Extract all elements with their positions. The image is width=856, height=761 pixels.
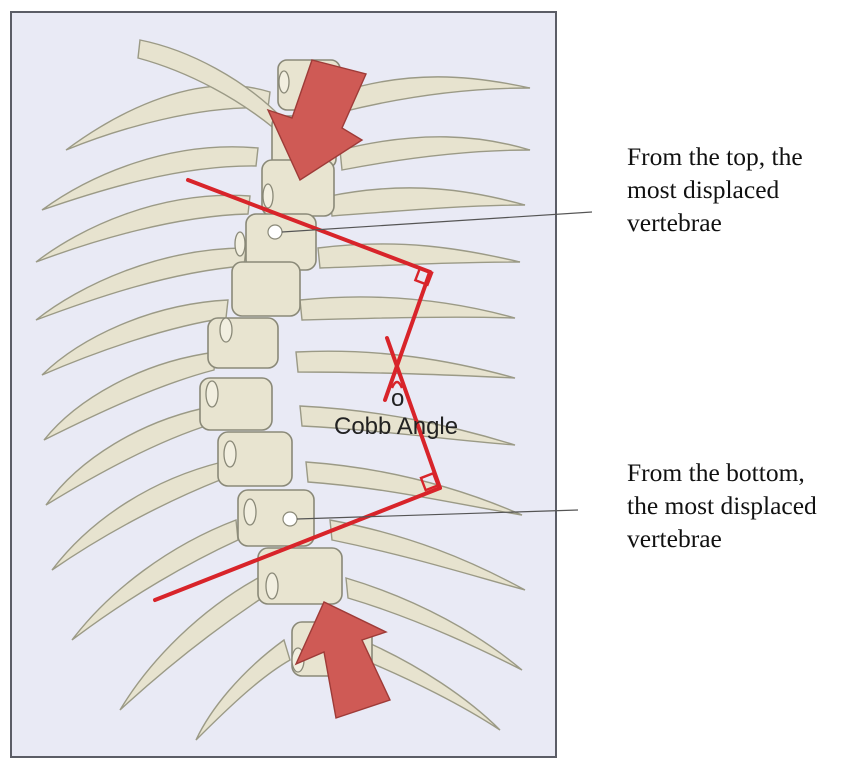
vertebra (208, 318, 278, 368)
top-vertebra-label: From the top, the most displaced vertebr… (627, 140, 803, 239)
cobb-angle-degree: o (391, 385, 404, 412)
vertebra (232, 262, 300, 316)
bottom-vertebra-marker (283, 512, 297, 526)
top-vertebra-marker (268, 225, 282, 239)
cobb-angle-label: Cobb Angle (334, 413, 458, 440)
bottom-vertebra-label: From the bottom, the most displaced vert… (627, 456, 817, 555)
